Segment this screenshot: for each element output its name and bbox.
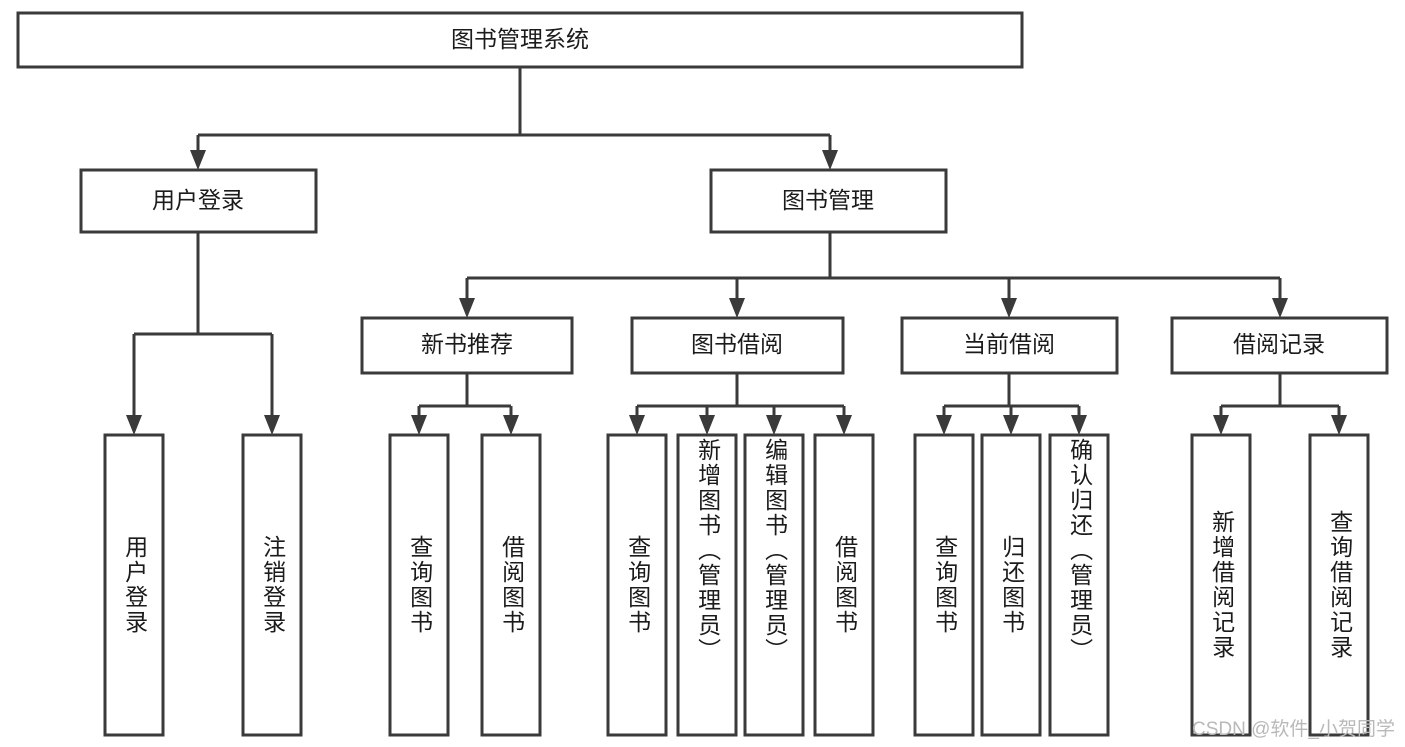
- node-box-leaf-add-book[interactable]: [676, 433, 738, 737]
- arrowhead-book-borrow: [729, 298, 745, 318]
- arrowhead-current-borrow: [1001, 298, 1017, 318]
- arrowhead-leaf-user-login: [126, 415, 142, 435]
- node-box-book-manage[interactable]: [709, 168, 948, 234]
- connector-group-new-book-rec: [411, 373, 519, 435]
- arrowhead-leaf-add-record: [1213, 415, 1229, 435]
- node-box-leaf-query-record[interactable]: [1308, 433, 1370, 737]
- node-box-user-login[interactable]: [79, 168, 318, 234]
- arrowhead-leaf-query-book-2: [629, 415, 645, 435]
- node-box-leaf-confirm-return[interactable]: [1048, 433, 1110, 737]
- arrowhead-leaf-return-book: [1003, 415, 1019, 435]
- arrowhead-user-login: [190, 150, 206, 170]
- node-label-book-manage: 图书管理: [782, 187, 874, 213]
- arrowhead-leaf-add-book: [699, 415, 715, 435]
- connector-group-book-manage: [459, 232, 1288, 318]
- node-current-borrow[interactable]: 当前借阅: [900, 316, 1119, 375]
- arrowhead-leaf-query-book-3: [936, 415, 952, 435]
- connector-group-root: [190, 67, 838, 170]
- arrowhead-new-book-rec: [459, 298, 475, 318]
- node-book-borrow[interactable]: 图书借阅: [630, 316, 845, 375]
- node-label-current-borrow: 当前借阅: [963, 331, 1055, 357]
- node-box-new-book-rec[interactable]: [360, 316, 574, 375]
- node-box-leaf-query-book-3[interactable]: [913, 433, 975, 737]
- node-label-new-book-rec: 新书推荐: [421, 331, 513, 357]
- arrowhead-leaf-borrow-book-2: [836, 415, 852, 435]
- node-box-leaf-logout[interactable]: [241, 433, 303, 737]
- node-box-leaf-return-book[interactable]: [980, 433, 1042, 737]
- node-box-leaf-borrow-book-1[interactable]: [480, 433, 542, 737]
- arrowhead-borrow-record: [1272, 298, 1288, 318]
- node-borrow-record[interactable]: 借阅记录: [1170, 316, 1389, 375]
- connector-group-borrow-record: [1213, 373, 1347, 435]
- arrowhead-leaf-logout: [264, 415, 280, 435]
- node-label-root: 图书管理系统: [451, 26, 589, 52]
- node-box-leaf-add-record[interactable]: [1190, 433, 1252, 737]
- node-box-borrow-record[interactable]: [1170, 316, 1389, 375]
- arrowhead-leaf-confirm-return: [1071, 415, 1087, 435]
- connector-group-user-login: [126, 232, 280, 435]
- node-box-current-borrow[interactable]: [900, 316, 1119, 375]
- node-box-root[interactable]: [16, 11, 1024, 69]
- arrowhead-leaf-borrow-book-1: [503, 415, 519, 435]
- arrowhead-leaf-query-record: [1331, 415, 1347, 435]
- node-box-leaf-query-book-1[interactable]: [388, 433, 450, 737]
- node-label-user-login: 用户登录: [152, 187, 244, 213]
- node-box-leaf-edit-book[interactable]: [743, 433, 805, 737]
- node-box-leaf-user-login[interactable]: [103, 433, 165, 737]
- node-root[interactable]: 图书管理系统: [16, 11, 1024, 69]
- node-box-leaf-borrow-book-2[interactable]: [813, 433, 875, 737]
- node-book-manage[interactable]: 图书管理: [709, 168, 948, 234]
- arrowhead-book-manage: [822, 150, 838, 170]
- node-label-borrow-record: 借阅记录: [1233, 331, 1325, 357]
- node-box-leaf-query-book-2[interactable]: [606, 433, 668, 737]
- node-label-book-borrow: 图书借阅: [691, 331, 783, 357]
- arrowhead-leaf-edit-book: [766, 415, 782, 435]
- connector-group-book-borrow: [629, 373, 852, 435]
- arrowhead-leaf-query-book-1: [411, 415, 427, 435]
- node-user-login[interactable]: 用户登录: [79, 168, 318, 234]
- node-box-book-borrow[interactable]: [630, 316, 845, 375]
- node-new-book-rec[interactable]: 新书推荐: [360, 316, 574, 375]
- watermark-text: CSDN @软件_小贺同学: [1192, 719, 1395, 740]
- connector-group-current-borrow: [936, 373, 1087, 435]
